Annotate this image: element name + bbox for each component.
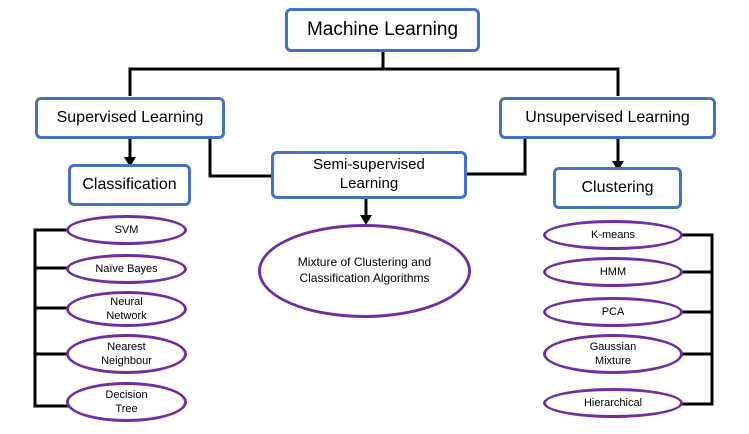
arrowhead-icon	[124, 157, 136, 167]
machine-learning-node: Machine Learning	[285, 8, 480, 52]
root-connector-right	[383, 67, 620, 96]
mixture-algorithms-node: Mixture of Clustering and Classification…	[258, 224, 471, 318]
machine-learning-label: Machine Learning	[306, 19, 459, 41]
classification-method-decision-tree: Decision Tree	[66, 382, 187, 422]
supervised-learning-node: Supervised Learning	[35, 97, 225, 139]
unsupervised-learning-label: Unsupervised Learning	[525, 109, 690, 126]
supervised-to-semi	[208, 138, 272, 178]
clustering-method-pca: PCA	[543, 297, 683, 327]
mixture-algorithms-label: Mixture of Clustering and Classification…	[297, 255, 432, 285]
clustering-node: Clustering	[553, 167, 682, 209]
root-connector	[128, 46, 385, 96]
classification-label: Classification	[82, 176, 177, 193]
semi-supervised-learning-label: Semi-supervised Learning	[313, 156, 425, 192]
unsupervised-to-semi	[466, 138, 527, 176]
arrowhead-icon	[612, 161, 624, 171]
classification-method-nearest-neighbour: Nearest Neighbour	[66, 334, 187, 374]
clustering-method-k-means: K-means	[543, 220, 683, 250]
clustering-method-hmm: HMM	[543, 257, 683, 287]
unsupervised-learning-node: Unsupervised Learning	[499, 97, 716, 139]
clustering-method-hierarchical: Hierarchical	[543, 388, 683, 418]
clustering-label: Clustering	[581, 179, 654, 196]
clustering-method-gaussian-mixture: Gaussian Mixture	[543, 334, 683, 374]
classification-bracket	[33, 228, 70, 408]
clustering-bracket	[680, 233, 714, 406]
classification-method-svm: SVM	[66, 215, 187, 245]
supervised-learning-label: Supervised Learning	[56, 109, 204, 126]
classification-method-neural-network: Neural Network	[66, 291, 187, 327]
semi-supervised-learning-node: Semi-supervised Learning	[271, 151, 467, 199]
classification-method-naive-bayes: Naïve Bayes	[66, 254, 187, 284]
classification-node: Classification	[68, 164, 191, 206]
arrowhead-icon	[360, 215, 372, 225]
